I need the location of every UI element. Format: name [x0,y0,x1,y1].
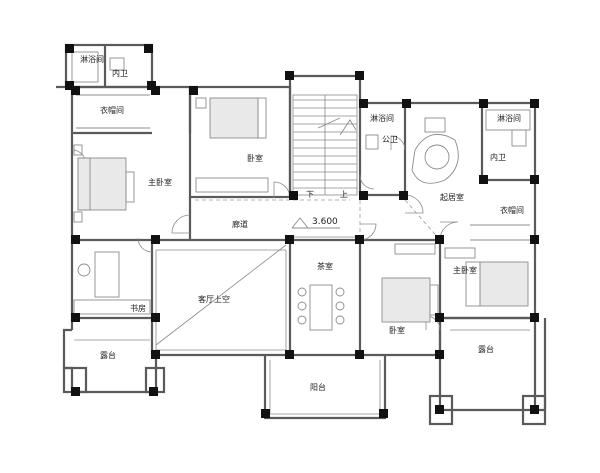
structural-column [71,86,80,95]
room-label-toilet-tl: 内卫 [112,68,128,78]
structural-column [65,44,74,53]
structural-column [71,235,80,244]
structural-column [399,191,408,200]
structural-column [147,81,156,90]
room-label-terrace-right: 露台 [478,344,494,354]
structural-column [285,350,294,359]
structural-column [151,235,160,244]
room-label-bath-small: 淋浴间 [80,54,104,64]
structural-column [479,175,488,184]
room-label-toilet-right: 内卫 [490,152,506,162]
stair-label-up: 上 [340,190,348,199]
structural-column [355,71,364,80]
structural-column [359,191,368,200]
structural-column [530,99,539,108]
structural-column [530,405,539,414]
elevation-label: 3.600 [312,217,338,227]
structural-column [65,81,74,90]
room-label-master-bedroom-left: 主卧室 [148,177,172,187]
structural-column [144,44,153,53]
structural-column [189,86,198,95]
columns [65,44,539,418]
structural-column [530,175,539,184]
staircase [292,94,358,196]
room-label-balcony: 阳台 [310,382,326,392]
structural-column [261,409,270,418]
room-label-corridor: 廊道 [232,219,248,229]
room-label-shower-right: 淋浴间 [497,113,521,123]
structural-column [285,235,294,244]
structural-column [355,235,364,244]
room-label-public-wc: 公卫 [382,135,398,144]
structural-column [285,71,294,80]
interior-lines [74,199,530,415]
room-label-study: 书房 [130,303,146,313]
walls [56,43,547,426]
room-label-living-void: 客厅上空 [198,294,230,304]
structural-column [289,191,298,200]
structural-column [379,409,388,418]
room-label-terrace-left: 露台 [100,350,116,360]
structural-column [355,350,364,359]
structural-column [479,99,488,108]
structural-column [402,99,411,108]
room-label-closet-left: 衣帽间 [100,105,124,115]
room-label-closet-right: 衣帽间 [500,205,524,215]
structural-column [71,387,80,396]
room-label-tea-room: 茶室 [317,261,333,271]
structural-column [359,99,368,108]
structural-column [151,313,160,322]
structural-column [530,313,539,322]
structural-column [530,235,539,244]
structural-column [149,387,158,396]
structural-column [435,313,444,322]
room-label-bedroom-mid: 卧室 [389,325,405,335]
room-label-bedroom-top: 卧室 [247,153,263,163]
furniture [71,51,531,331]
room-label-master-bedroom-right: 主卧室 [453,265,477,275]
structural-column [71,313,80,322]
structural-column [435,235,444,244]
stair-label-down: 下 [306,190,314,199]
structural-column [435,350,444,359]
room-label-living-room-right: 起居室 [440,192,464,202]
room-labels: 淋浴间 内卫 衣帽间 主卧室 卧室 廊道 书房 客厅上空 茶室 卧室 淋浴间 公… [80,54,524,392]
elevation-marker: 3.600 [291,217,340,229]
structural-column [151,350,160,359]
structural-column [435,405,444,414]
structural-column [151,86,160,95]
room-label-shower-top: 淋浴间 [370,113,394,123]
